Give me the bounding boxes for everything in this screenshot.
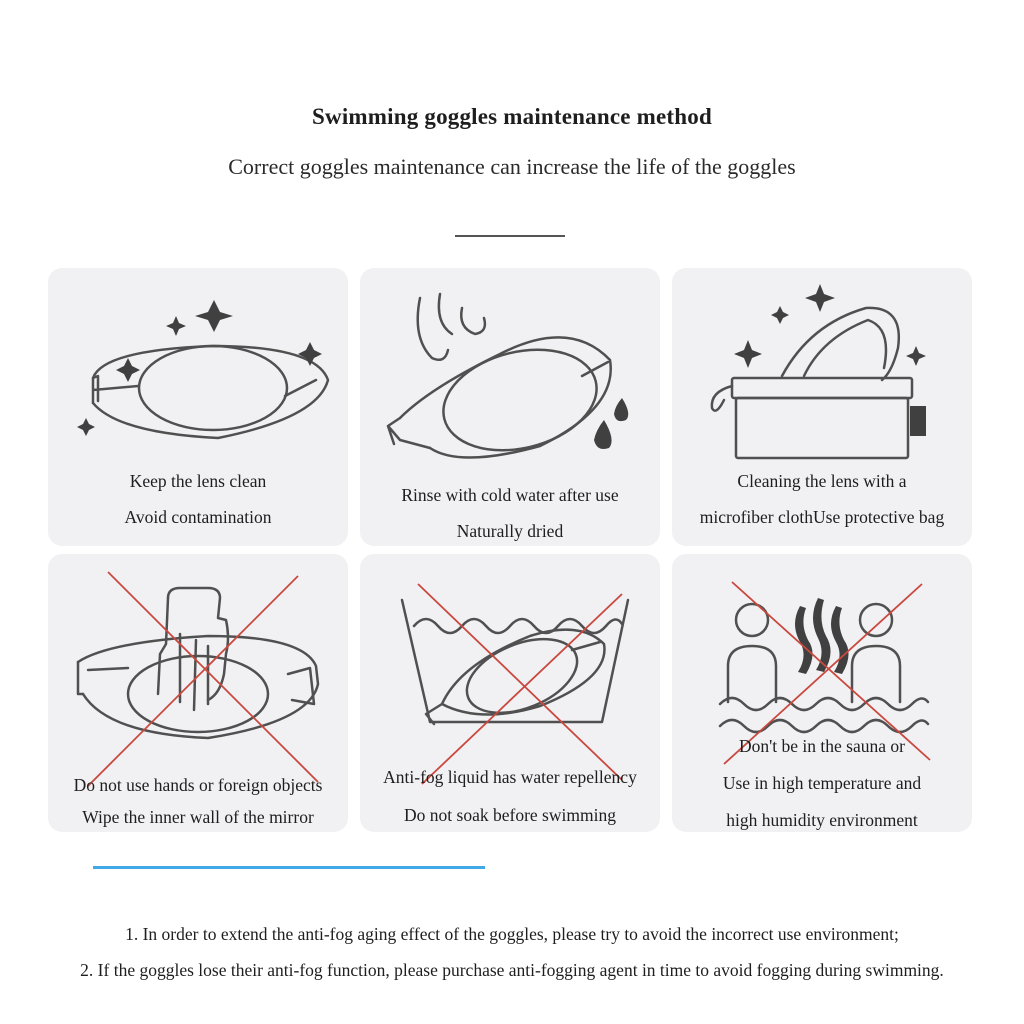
goggles-sparkle-icon [77,300,330,440]
tip-caption-line: Anti-fog liquid has water repellency [383,767,637,787]
accent-divider [93,866,485,869]
tip-caption-line: Keep the lens clean [129,471,267,491]
tip-caption-line: Do not soak before swimming [404,805,616,825]
page-title: Swimming goggles maintenance method [312,104,712,129]
tip-card-no-soak: Anti-fog liquid has water repellency Do … [360,554,660,832]
tip-caption-line: Wipe the inner wall of the mirror [82,807,314,827]
no-soak-icon [400,583,630,785]
tip-card-rinse: Rinse with cold water after use Naturall… [360,268,660,546]
goggles-rinse-icon [386,292,629,459]
tip-caption-line: Use in high temperature and [722,773,922,793]
tip-caption-line: Don't be in the sauna or [739,736,905,756]
tip-card-no-hands: Do not use hands or foreign objects Wipe… [48,554,348,832]
tip-caption-line: Rinse with cold water after use [401,485,619,505]
note-line: 2. If the goggles lose their anti-fog fu… [80,960,944,980]
tip-caption-line: Naturally dried [456,521,564,541]
note-line: 1. In order to extend the anti-fog aging… [125,924,899,944]
tip-caption-line: Avoid contamination [124,507,272,527]
tip-card-protective-bag: Cleaning the lens with a microfiber clot… [672,268,972,546]
tip-card-no-sauna: Don't be in the sauna or Use in high tem… [672,554,972,832]
page-subtitle: Correct goggles maintenance can increase… [228,154,796,179]
title-divider [455,235,565,237]
no-sauna-icon [718,581,931,765]
tip-caption-line: microfiber clothUse protective bag [699,507,945,527]
goggles-bag-icon [710,284,926,460]
tip-caption-line: Do not use hands or foreign objects [73,775,323,795]
tip-caption-line: Cleaning the lens with a [737,471,907,491]
tip-caption-line: high humidity environment [726,810,918,830]
tip-card-keep-clean: Keep the lens clean Avoid contamination [48,268,348,546]
no-hand-touch-icon [76,571,320,787]
